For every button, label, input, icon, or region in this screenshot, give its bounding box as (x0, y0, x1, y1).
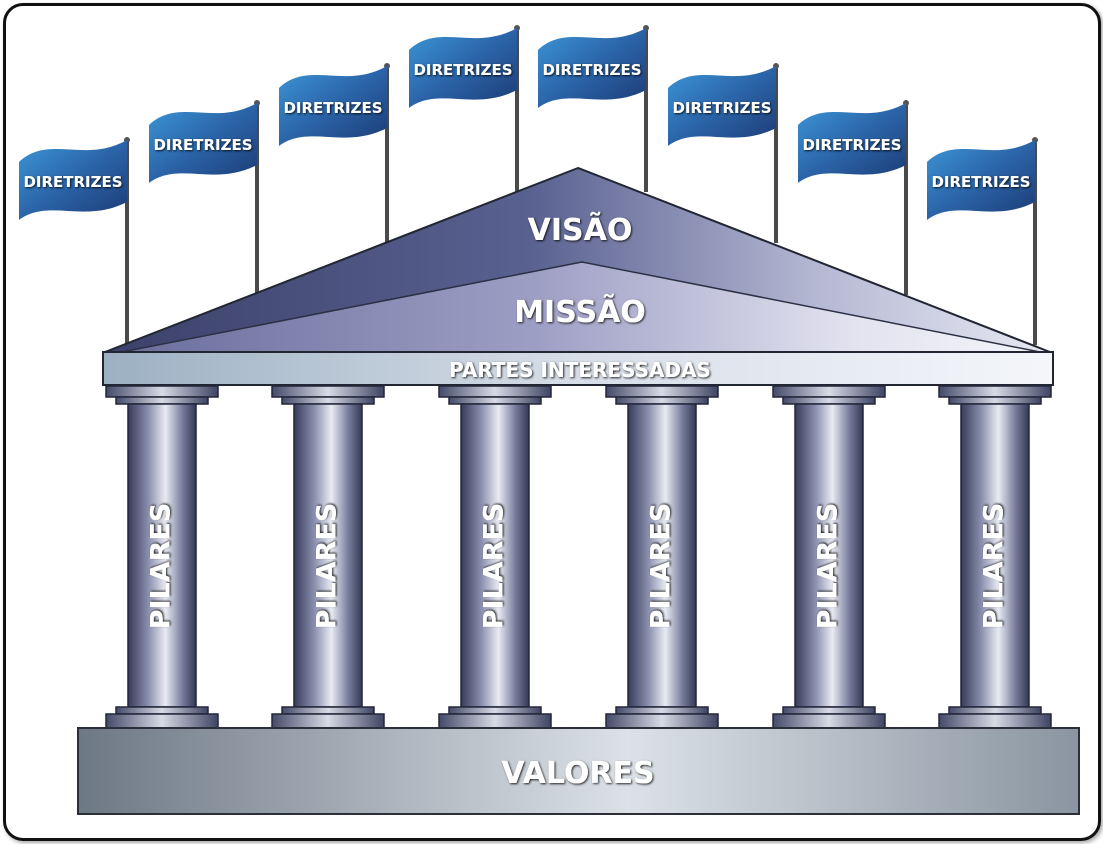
pillar-capital-top (605, 385, 719, 398)
pillar-base-plinth (772, 713, 886, 729)
pillar-icon (960, 403, 1030, 708)
flag-label: DIRETRIZES (153, 136, 252, 154)
flag: DIRETRIZES (668, 63, 779, 243)
pillar-base-plinth (605, 713, 719, 729)
pillar-base-plinth (938, 713, 1052, 729)
base: VALORES (77, 727, 1080, 815)
flag-icon (798, 103, 906, 183)
flag-label: DIRETRIZES (413, 61, 512, 79)
flags-group: DIRETRIZES DIRETRIZES DIRETRIZES DIRETRIZES… (19, 25, 1038, 345)
pillar-capital-neck (782, 396, 876, 405)
pillar-icon (460, 403, 530, 708)
mission-label: MISSÃO (514, 293, 646, 330)
flag-icon (149, 103, 257, 183)
pillar-capital-top (105, 385, 219, 398)
pillar-capital-top (772, 385, 886, 398)
flag-icon (668, 66, 776, 146)
pillar-base-neck (115, 706, 209, 715)
flag-label: DIRETRIZES (23, 173, 122, 191)
pillar-label: PILARES (146, 503, 177, 630)
pillar: PILARES (938, 385, 1052, 729)
pillar-icon (293, 403, 363, 708)
flag-label: DIRETRIZES (283, 99, 382, 117)
pillar: PILARES (438, 385, 552, 729)
pillar-label: PILARES (479, 503, 510, 630)
flag: DIRETRIZES (538, 25, 649, 192)
pillar-capital-neck (948, 396, 1042, 405)
pillar-base-neck (615, 706, 709, 715)
pillar-capital-top (271, 385, 385, 398)
pillar: PILARES (605, 385, 719, 729)
beam: PARTES INTERESSADAS (102, 351, 1054, 386)
pillar-capital-neck (115, 396, 209, 405)
flag-label: DIRETRIZES (802, 136, 901, 154)
flag-icon (19, 140, 127, 220)
stakeholders-label: PARTES INTERESSADAS (449, 358, 711, 382)
pillar-base-plinth (105, 713, 219, 729)
pillar-label: PILARES (979, 503, 1010, 630)
pillar-icon (127, 403, 197, 708)
pillar-label: PILARES (646, 503, 677, 630)
vision-label: VISÃO (528, 211, 633, 248)
pillar-base-neck (782, 706, 876, 715)
roof: VISÃO MISSÃO (104, 166, 1051, 353)
flag: DIRETRIZES (409, 25, 520, 192)
flag-icon (409, 28, 517, 108)
pillar: PILARES (271, 385, 385, 729)
pillar-base-neck (448, 706, 542, 715)
flag: DIRETRIZES (927, 137, 1038, 345)
pillar-base-plinth (438, 713, 552, 729)
flag: DIRETRIZES (279, 63, 390, 243)
pillar-capital-top (438, 385, 552, 398)
flag-label: DIRETRIZES (542, 61, 641, 79)
pillar-label: PILARES (312, 503, 343, 630)
pillar: PILARES (105, 385, 219, 729)
pillar-base-plinth (271, 713, 385, 729)
pillar-capital-top (938, 385, 1052, 398)
pillar-capital-neck (281, 396, 375, 405)
values-base (77, 727, 1080, 815)
pillars-group: PILARES PILARES PILARES PILARES PILARES PILAR… (105, 385, 1052, 729)
pillar: PILARES (772, 385, 886, 729)
pillar-capital-neck (615, 396, 709, 405)
stakeholders-beam (102, 351, 1054, 386)
pillar-base-neck (281, 706, 375, 715)
flag-icon (538, 28, 646, 108)
flag-icon (927, 140, 1035, 220)
values-label: VALORES (501, 756, 654, 791)
pillar-label: PILARES (813, 503, 844, 630)
flag-icon (279, 66, 387, 146)
flag: DIRETRIZES (149, 100, 260, 295)
pillar-base-neck (948, 706, 1042, 715)
pillar-icon (794, 403, 864, 708)
flag-label: DIRETRIZES (931, 173, 1030, 191)
flag-label: DIRETRIZES (672, 99, 771, 117)
pillar-icon (627, 403, 697, 708)
flag: DIRETRIZES (798, 100, 909, 295)
pillar-capital-neck (448, 396, 542, 405)
flag: DIRETRIZES (19, 137, 130, 345)
